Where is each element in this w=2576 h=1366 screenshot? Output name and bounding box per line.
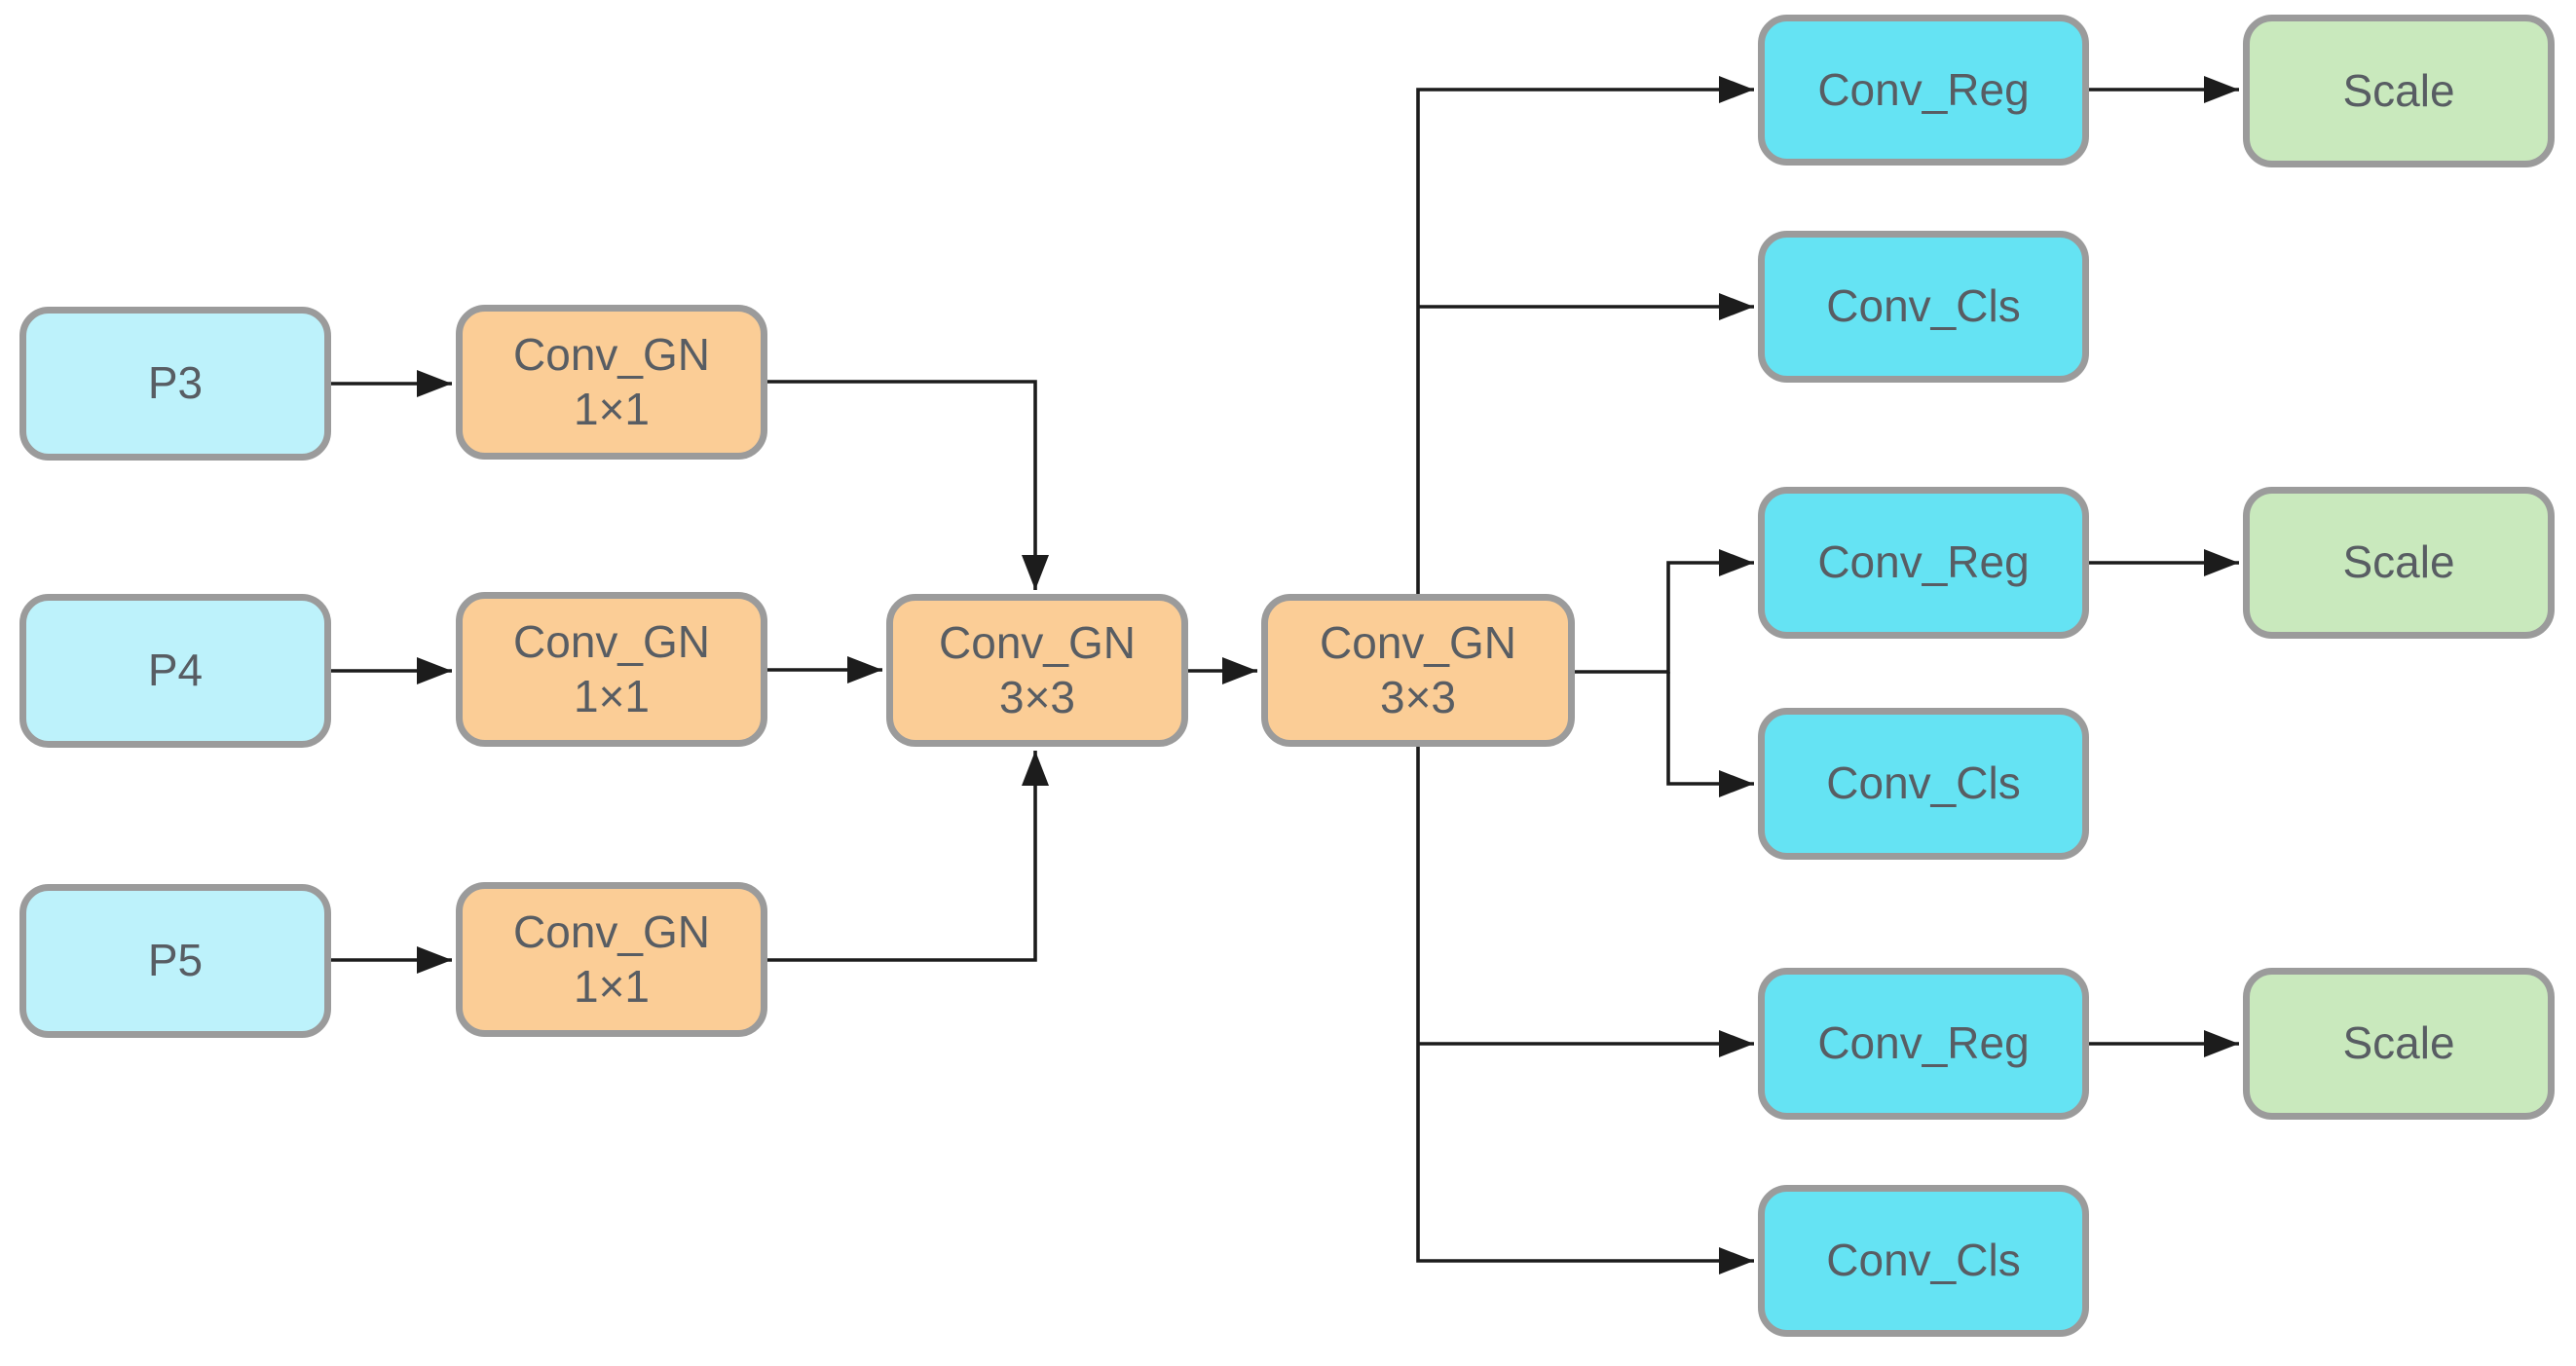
- p5-box-label-line-1: P5: [147, 935, 204, 986]
- conv-cls-1-box-label-line-1: Conv_Cls: [1826, 280, 2021, 332]
- edge-head-to-cls2: [1666, 672, 1754, 797]
- conv-cls-2-box: Conv_Cls: [1758, 708, 2089, 860]
- conv-reg-3-box: Conv_Reg: [1758, 968, 2089, 1120]
- conv-reg-1-box-label-line-1: Conv_Reg: [1817, 63, 2030, 115]
- conv-reg-1-box: Conv_Reg: [1758, 15, 2089, 166]
- edge-trunk-down-to-cls3: [1416, 747, 1754, 1274]
- scale-3-box: Scale: [2243, 968, 2555, 1120]
- conv-cls-2-box-label-line-1: Conv_Cls: [1826, 757, 2021, 809]
- edge-conv1x1p5-to-fuse-bot: [766, 751, 1049, 962]
- conv-gn-1x1-p4-box-label-line-1: Conv_GN: [513, 616, 710, 668]
- conv-reg-2-box: Conv_Reg: [1758, 487, 2089, 639]
- scale-1-box-label-line-1: Scale: [2342, 64, 2455, 116]
- p4-box: P4: [19, 594, 331, 748]
- conv-cls-1-box: Conv_Cls: [1758, 231, 2089, 383]
- conv-gn-3x3-fuse-box-label-line-1: Conv_GN: [939, 617, 1136, 669]
- p4-box-label-line-1: P4: [147, 645, 204, 696]
- scale-1-box: Scale: [2243, 15, 2555, 167]
- conv-gn-1x1-p5-box-label-line-1: Conv_GN: [513, 906, 710, 958]
- conv-gn-1x1-p4-box-label-line-2: 1×1: [573, 670, 651, 721]
- edge-head-to-reg2: [1575, 549, 1754, 674]
- conv-cls-3-box: Conv_Cls: [1758, 1185, 2089, 1337]
- edge-trunk-up-to-reg1: [1416, 76, 1754, 594]
- conv-gn-3x3-fuse-box-label-line-2: 3×3: [998, 671, 1076, 722]
- edge-group: [331, 76, 2239, 1274]
- scale-3-box-label-line-1: Scale: [2342, 1017, 2455, 1069]
- p3-box: P3: [19, 307, 331, 461]
- p5-box: P5: [19, 884, 331, 1038]
- scale-2-box: Scale: [2243, 487, 2555, 639]
- conv-gn-3x3-head-box-label-line-2: 3×3: [1379, 671, 1457, 722]
- scale-2-box-label-line-1: Scale: [2342, 536, 2455, 588]
- conv-gn-1x1-p3-box-label-line-2: 1×1: [573, 383, 651, 434]
- conv-gn-1x1-p3-box-label-line-1: Conv_GN: [513, 329, 710, 381]
- edge-conv1x1p3-to-fuse-top: [766, 380, 1049, 590]
- conv-gn-1x1-p5-box-label-line-2: 1×1: [573, 960, 651, 1012]
- conv-reg-2-box-label-line-1: Conv_Reg: [1817, 536, 2030, 588]
- p3-box-label-line-1: P3: [147, 357, 204, 409]
- conv-reg-3-box-label-line-1: Conv_Reg: [1817, 1017, 2030, 1069]
- conv-cls-3-box-label-line-1: Conv_Cls: [1826, 1235, 2021, 1286]
- conv-gn-3x3-head-box-label-line-1: Conv_GN: [1320, 617, 1516, 669]
